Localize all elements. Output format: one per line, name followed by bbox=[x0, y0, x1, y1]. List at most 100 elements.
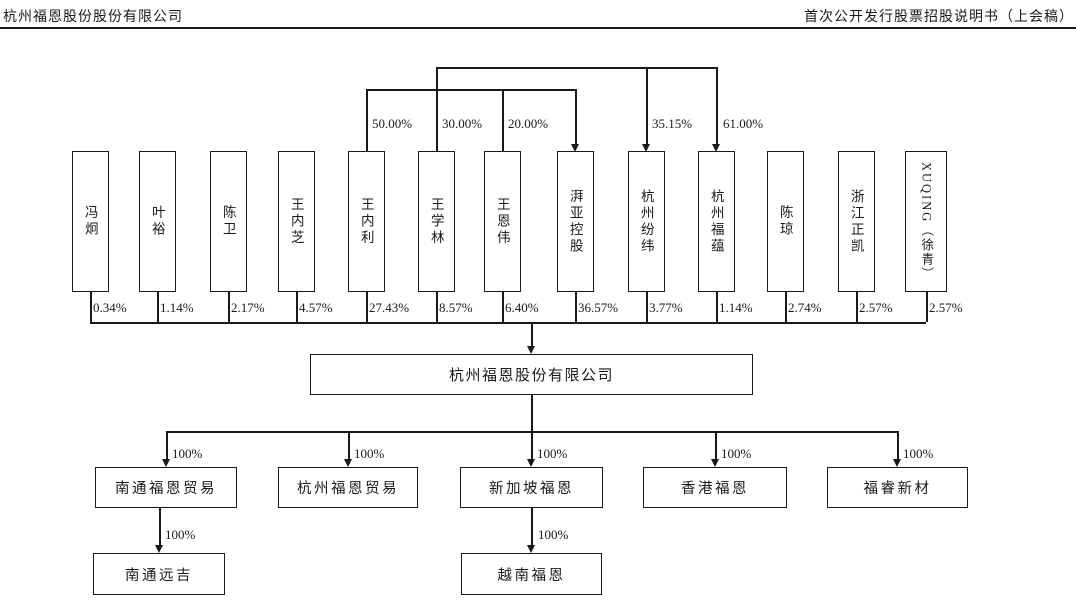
connector-to-hangzhoufuyun bbox=[716, 67, 718, 145]
connector-stub bbox=[502, 292, 504, 322]
shareholder-box-8: 湃亚控股 bbox=[556, 151, 594, 292]
arrow-down-icon bbox=[570, 144, 579, 152]
arrow-down-icon bbox=[710, 459, 719, 467]
connector-stub bbox=[926, 292, 928, 322]
connector-to-subsidiary bbox=[166, 431, 168, 460]
shareholder-name: 陈琼 bbox=[777, 205, 793, 238]
shareholder-box-3: 陈卫 bbox=[209, 151, 247, 292]
ownership-label: 100% bbox=[165, 527, 196, 542]
shareholder-name: 叶裕 bbox=[149, 205, 165, 238]
holding-link-label: 61.00% bbox=[723, 116, 764, 131]
connector-to-subsidiary bbox=[897, 431, 899, 460]
connector-to-subsidiary bbox=[348, 431, 350, 460]
stake-label: 3.77% bbox=[649, 300, 683, 315]
shareholder-name: 冯炯 bbox=[82, 205, 98, 238]
stake-label: 36.57% bbox=[578, 300, 619, 315]
shareholder-box-1: 冯炯 bbox=[71, 151, 109, 292]
subsidiary-name: 杭州福恩贸易 bbox=[297, 481, 399, 497]
arrow-down-icon bbox=[526, 545, 535, 553]
connector-to-subsidiary bbox=[715, 431, 717, 460]
connector-stub bbox=[646, 292, 648, 322]
subsubsidiary-box-2: 越南福恩 bbox=[461, 553, 602, 595]
ownership-label: 100% bbox=[354, 446, 385, 461]
arrow-down-icon bbox=[526, 346, 535, 354]
connector-wangxuelin-up bbox=[436, 67, 438, 152]
shareholder-box-6: 王学林 bbox=[417, 151, 455, 292]
stake-label: 4.57% bbox=[299, 300, 333, 315]
ownership-label: 100% bbox=[537, 446, 568, 461]
connector-issuer-down bbox=[531, 395, 533, 431]
holding-link-label: 50.00% bbox=[372, 116, 413, 131]
connector-to-subsubsidiary bbox=[531, 508, 533, 546]
ownership-label: 100% bbox=[172, 446, 203, 461]
shareholder-box-2: 叶裕 bbox=[138, 151, 176, 292]
connector-to-subsubsidiary bbox=[159, 508, 161, 546]
connector-stub bbox=[157, 292, 159, 322]
connector-stub bbox=[436, 292, 438, 322]
connector-stub bbox=[785, 292, 787, 322]
connector-wangneili-up bbox=[366, 89, 368, 152]
shareholder-name: 王学林 bbox=[428, 196, 444, 247]
subsidiary-name: 越南福恩 bbox=[497, 567, 566, 584]
connector-stub bbox=[296, 292, 298, 322]
stake-label: 1.14% bbox=[719, 300, 753, 315]
ownership-label: 100% bbox=[538, 527, 569, 542]
subsidiary-box-5: 福睿新材 bbox=[827, 467, 968, 508]
header-document-title: 首次公开发行股票招股说明书（上会稿） bbox=[804, 10, 1074, 25]
header-company-name: 杭州福恩股份股份有限公司 bbox=[3, 10, 183, 25]
shareholder-name: 王恩伟 bbox=[494, 196, 510, 247]
stake-label: 6.40% bbox=[505, 300, 539, 315]
stake-label: 0.34% bbox=[93, 300, 127, 315]
subsidiary-name: 福睿新材 bbox=[863, 481, 932, 497]
shareholder-box-10: 杭州福蕴 bbox=[697, 151, 735, 292]
holding-link-label: 30.00% bbox=[442, 116, 483, 131]
ownership-label: 100% bbox=[903, 446, 934, 461]
shareholder-name: XUQING（徐青） bbox=[919, 161, 934, 282]
connector-collector-line bbox=[90, 322, 926, 324]
ownership-label: 100% bbox=[721, 446, 752, 461]
shareholder-name: 陈卫 bbox=[220, 205, 236, 238]
shareholder-box-13: XUQING（徐青） bbox=[905, 151, 947, 292]
connector-stub bbox=[228, 292, 230, 322]
subsidiary-box-1: 南通福恩贸易 bbox=[95, 467, 237, 508]
connector-lower-line bbox=[366, 89, 575, 91]
connector-to-paiyaholding bbox=[575, 89, 577, 145]
connector-stub bbox=[716, 292, 718, 322]
shareholder-box-9: 杭州纷纬 bbox=[627, 151, 665, 292]
subsidiary-box-3: 新加坡福恩 bbox=[460, 467, 603, 508]
subsubsidiary-box-1: 南通远吉 bbox=[93, 553, 225, 595]
shareholder-name: 湃亚控股 bbox=[567, 188, 583, 255]
stake-label: 2.74% bbox=[788, 300, 822, 315]
connector-stub bbox=[366, 292, 368, 322]
connector-to-hangzhoufenwei bbox=[646, 67, 648, 145]
subsidiary-name: 南通福恩贸易 bbox=[115, 481, 217, 497]
arrow-down-icon bbox=[526, 459, 535, 467]
connector-wangenwei-up bbox=[502, 89, 504, 152]
shareholder-box-11: 陈琼 bbox=[766, 151, 804, 292]
issuer-box: 杭州福恩股份有限公司 bbox=[310, 354, 753, 395]
arrow-down-icon bbox=[892, 459, 901, 467]
arrow-down-icon bbox=[641, 144, 650, 152]
subsidiary-name: 南通远吉 bbox=[125, 567, 193, 584]
subsidiary-box-2: 杭州福恩贸易 bbox=[278, 467, 418, 508]
connector-stub bbox=[575, 292, 577, 322]
stake-label: 2.17% bbox=[231, 300, 265, 315]
stake-label: 1.14% bbox=[160, 300, 194, 315]
header-rule bbox=[0, 27, 1076, 29]
holding-link-label: 20.00% bbox=[508, 116, 549, 131]
arrow-down-icon bbox=[161, 459, 170, 467]
shareholder-name: 杭州纷纬 bbox=[638, 188, 654, 255]
issuer-name: 杭州福恩股份有限公司 bbox=[448, 368, 614, 384]
holding-link-label: 35.15% bbox=[652, 116, 693, 131]
subsidiary-name: 新加坡福恩 bbox=[489, 481, 574, 497]
subsidiary-name: 香港福恩 bbox=[681, 481, 749, 497]
connector-to-subsidiary bbox=[531, 431, 533, 460]
arrow-down-icon bbox=[711, 144, 720, 152]
shareholder-name: 王内芝 bbox=[288, 196, 304, 247]
shareholder-name: 杭州福蕴 bbox=[708, 188, 724, 255]
connector-stub bbox=[90, 292, 92, 322]
shareholder-name: 浙江正凯 bbox=[848, 188, 864, 255]
arrow-down-icon bbox=[343, 459, 352, 467]
stake-label: 27.43% bbox=[369, 300, 410, 315]
stake-label: 8.57% bbox=[439, 300, 473, 315]
